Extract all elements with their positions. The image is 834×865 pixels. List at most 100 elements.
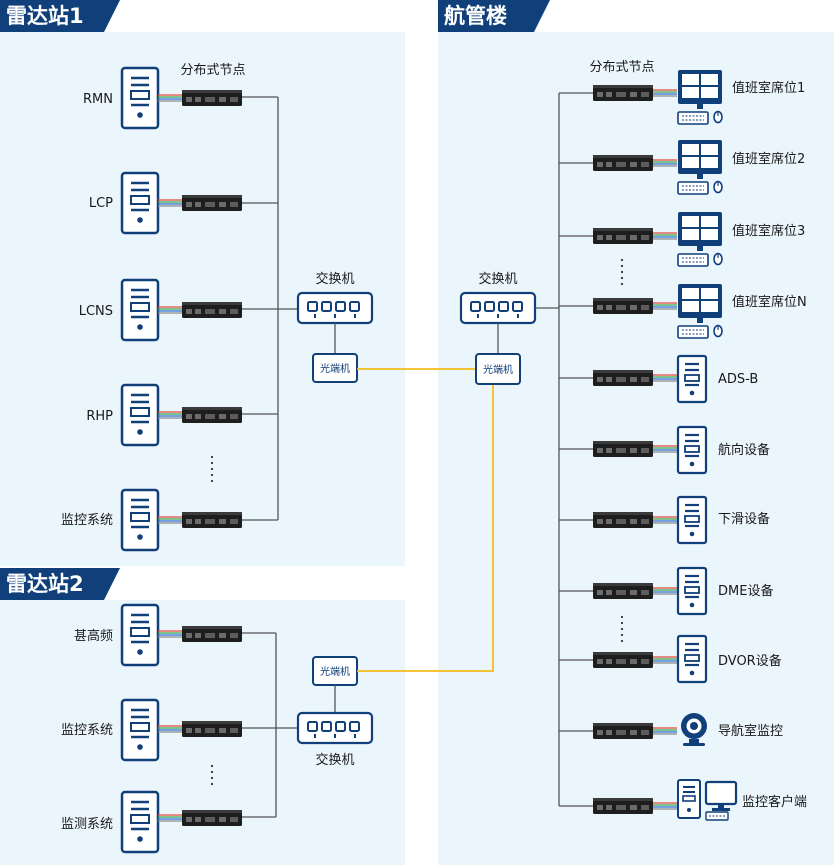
tower-row-dvor: DVOR设备 bbox=[593, 634, 782, 684]
tower-row-seat-2: 值班室席位2 bbox=[593, 139, 805, 195]
device-label: 下滑设备 bbox=[718, 511, 770, 527]
workstation-icon bbox=[677, 283, 723, 339]
radar1-row-rmn: RMN bbox=[83, 66, 242, 130]
server-icon bbox=[120, 383, 160, 447]
device-label: DVOR设备 bbox=[718, 653, 782, 669]
tower-row-localizer: 航向设备 bbox=[593, 425, 770, 475]
server-icon bbox=[120, 171, 160, 235]
device-label: 值班室席位2 bbox=[732, 151, 805, 167]
distributed-node-device bbox=[182, 407, 242, 423]
workstation-icon bbox=[677, 139, 723, 195]
atc-building-title: 航管楼 bbox=[438, 0, 550, 32]
cable-icon bbox=[652, 802, 678, 810]
tower-row-ads-b: ADS-B bbox=[593, 354, 758, 404]
server-icon bbox=[676, 495, 708, 545]
tower-row-nav-camera: 导航室监控 bbox=[593, 713, 783, 746]
cable-icon bbox=[157, 630, 183, 638]
cable-icon bbox=[652, 89, 678, 97]
tower-bus-lines bbox=[535, 92, 593, 807]
distributed-node-device bbox=[593, 298, 653, 314]
cable-icon bbox=[652, 159, 678, 167]
distributed-node-device bbox=[182, 810, 242, 826]
distributed-node-device bbox=[593, 583, 653, 599]
distributed-node-device bbox=[182, 195, 242, 211]
distributed-node-device bbox=[182, 626, 242, 642]
server-icon bbox=[120, 278, 160, 342]
server-icon bbox=[676, 425, 708, 475]
camera-icon bbox=[681, 713, 707, 746]
workstation-icon bbox=[677, 211, 723, 267]
cable-icon bbox=[157, 516, 183, 524]
server-icon bbox=[120, 790, 160, 854]
cable-icon bbox=[652, 727, 678, 735]
device-label: 导航室监控 bbox=[718, 723, 783, 739]
distributed-node-device bbox=[593, 723, 653, 739]
server-icon bbox=[120, 603, 160, 667]
device-label: 值班室席位1 bbox=[732, 80, 805, 96]
cable-icon bbox=[652, 516, 678, 524]
switch-label: 交换机 bbox=[315, 271, 354, 287]
radar1-row-lcp: LCP bbox=[89, 171, 242, 235]
distributed-node-device bbox=[182, 90, 242, 106]
device-label: 航向设备 bbox=[718, 442, 770, 458]
radar1-row-rhp: RHP bbox=[86, 383, 242, 447]
radar-station-2-title: 雷达站2 bbox=[0, 568, 120, 600]
device-label: 监控系统 bbox=[61, 513, 113, 528]
monitor-client-icon bbox=[676, 778, 738, 822]
cable-icon bbox=[157, 725, 183, 733]
device-label: RHP bbox=[86, 409, 113, 424]
cable-icon bbox=[652, 656, 678, 664]
optical-label: 光端机 bbox=[483, 363, 513, 376]
distributed-node-label-tower: 分布式节点 bbox=[589, 60, 654, 75]
tower-row-seat-1: 值班室席位1 bbox=[593, 69, 805, 125]
distributed-node-device bbox=[593, 512, 653, 528]
distributed-node-device bbox=[593, 652, 653, 668]
fiber-links bbox=[357, 368, 494, 672]
distributed-node-device bbox=[593, 441, 653, 457]
device-label: LCP bbox=[89, 196, 113, 211]
device-label: 监测系统 bbox=[61, 817, 113, 832]
device-label: 值班室席位3 bbox=[732, 223, 805, 239]
tower-row-glideslope: 下滑设备 bbox=[593, 495, 770, 545]
server-icon bbox=[676, 634, 708, 684]
radar2-ellipsis bbox=[210, 764, 214, 786]
cable-icon bbox=[652, 232, 678, 240]
radar2-row-vhf: 甚高频 bbox=[74, 603, 242, 667]
device-label: RMN bbox=[83, 92, 113, 107]
switch-icon bbox=[296, 711, 374, 745]
radar-station-1-title: 雷达站1 bbox=[0, 0, 120, 32]
cable-icon bbox=[652, 587, 678, 595]
device-label: 监控系统 bbox=[61, 723, 113, 738]
switch-label: 交换机 bbox=[315, 752, 354, 768]
distributed-node-device bbox=[593, 155, 653, 171]
radar1-ellipsis bbox=[210, 455, 214, 483]
switch-icon bbox=[459, 291, 537, 325]
device-label: ADS-B bbox=[718, 372, 758, 387]
tower-row-dme: DME设备 bbox=[593, 566, 773, 616]
optical-transceiver-radar2: 光端机 bbox=[312, 656, 358, 686]
optical-transceiver-tower: 光端机 bbox=[475, 353, 521, 385]
radar2-bus-lines bbox=[242, 632, 298, 818]
radar1-row-monitor: 监控系统 bbox=[61, 488, 242, 552]
cable-icon bbox=[157, 94, 183, 102]
radar2-row-measure: 监测系统 bbox=[61, 790, 242, 854]
tower-ellipsis-2 bbox=[620, 615, 624, 643]
device-label: 监控客户端 bbox=[742, 794, 807, 810]
distributed-node-device bbox=[182, 302, 242, 318]
distributed-node-device bbox=[182, 721, 242, 737]
server-icon bbox=[120, 698, 160, 762]
device-label: 值班室席位N bbox=[732, 294, 807, 310]
distributed-node-device bbox=[593, 85, 653, 101]
server-icon bbox=[120, 66, 160, 130]
cable-icon bbox=[652, 302, 678, 310]
device-label: 甚高频 bbox=[74, 628, 113, 644]
radar1-row-lcns: LCNS bbox=[79, 278, 242, 342]
distributed-node-device bbox=[593, 798, 653, 814]
cable-icon bbox=[157, 814, 183, 822]
distributed-node-label-radar1: 分布式节点 bbox=[180, 63, 245, 78]
switch-icon bbox=[296, 291, 374, 325]
cable-icon bbox=[157, 411, 183, 419]
cable-icon bbox=[157, 199, 183, 207]
device-label: LCNS bbox=[79, 304, 113, 319]
